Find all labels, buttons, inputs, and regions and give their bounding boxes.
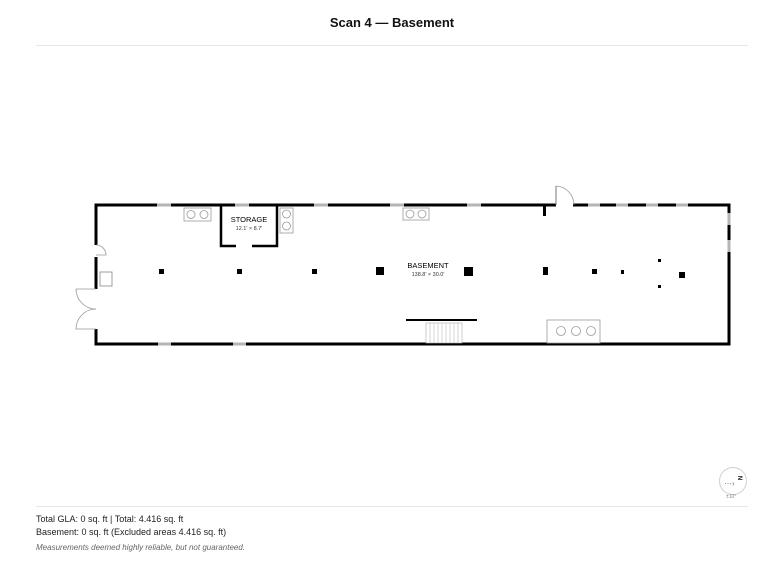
storage-room-name: STORAGE (231, 215, 268, 224)
basement-room-name: BASEMENT (407, 261, 449, 270)
basement-room-dims: 138.8' × 30.0' (412, 272, 445, 278)
windows-bottom (158, 342, 246, 346)
door-top (555, 185, 575, 208)
appliance-group-3 (402, 207, 430, 221)
disclaimer: Measurements deemed highly reliable, but… (36, 543, 246, 552)
storage-door-opening (236, 244, 252, 248)
compass-degrees: ±10° (726, 494, 737, 500)
appliance-group-2 (279, 207, 294, 234)
compass-north-label: N (736, 475, 743, 481)
compass-arrow-icon: ⋯› (724, 479, 735, 488)
page-title: Scan 4 — Basement (329, 15, 455, 30)
utility-box (99, 271, 113, 287)
stairs (406, 319, 477, 344)
storage-room-dims: 12.1' × 8.7' (236, 226, 263, 232)
appliance-group-4 (546, 319, 601, 344)
total-area-summary: Total GLA: 0 sq. ft | Total: 4.416 sq. f… (36, 514, 184, 524)
partition-stub (543, 205, 546, 216)
compass-icon (719, 467, 747, 495)
header-divider (36, 45, 748, 46)
door-left-upper (93, 244, 107, 257)
columns (159, 259, 685, 288)
appliance-group-1 (183, 207, 212, 222)
footer-divider (36, 506, 748, 507)
exterior-walls (94, 203, 731, 346)
windows-top (157, 203, 688, 207)
basement-area-summary: Basement: 0 sq. ft (Excluded areas 4.416… (36, 527, 227, 537)
windows-right (727, 213, 731, 252)
door-left-double (75, 288, 99, 330)
